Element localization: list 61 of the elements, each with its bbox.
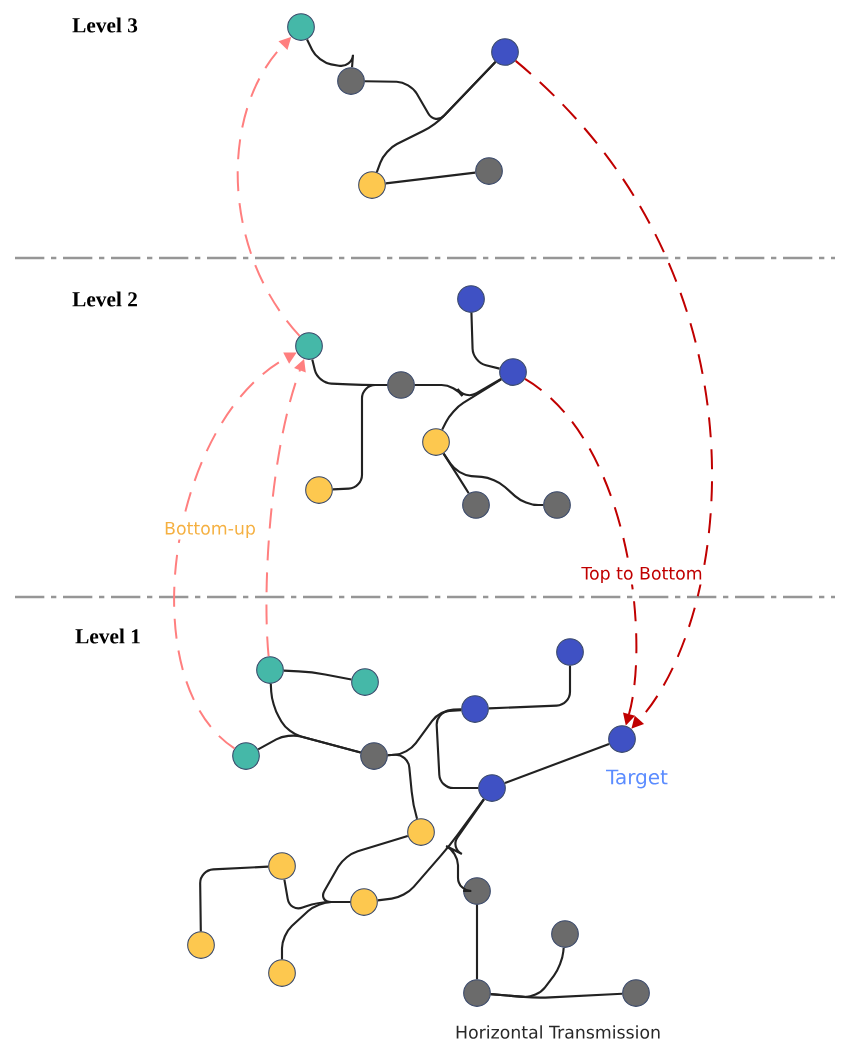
branch-line: [441, 378, 502, 431]
tree-node: [268, 959, 296, 987]
dashed-arrow: [514, 59, 713, 729]
branch-line: [377, 798, 485, 902]
node-caption: Target: [606, 769, 668, 789]
tree-node: [360, 742, 388, 770]
branch-line: [445, 798, 485, 893]
tree-node: [256, 656, 284, 684]
level-label: Level 1: [75, 628, 140, 644]
branch-line: [280, 900, 351, 960]
level-label: Level 2: [72, 291, 137, 307]
branch-line: [387, 753, 419, 819]
tree-node: [463, 979, 491, 1007]
branch-line: [257, 734, 361, 754]
branch-line: [488, 665, 572, 710]
tree-node: [461, 695, 489, 723]
tree-node: [622, 979, 650, 1007]
tree-node: [232, 742, 260, 770]
branch-line: [332, 383, 388, 491]
tree-node: [556, 638, 584, 666]
tree-node: [351, 668, 379, 696]
tree-node: [499, 358, 527, 386]
dashed-arrow: [236, 37, 301, 337]
tree-node: [478, 774, 506, 802]
tree-node: [387, 371, 415, 399]
branch-line: [490, 947, 565, 998]
tree-node: [551, 920, 579, 948]
tree-node: [463, 877, 491, 905]
edge-label: Top to Bottom: [581, 566, 702, 584]
branch-line: [375, 61, 497, 173]
branch-line: [306, 39, 355, 68]
branch-line: [283, 669, 352, 681]
tree-node: [475, 157, 503, 185]
branch-line: [385, 171, 476, 185]
caption-label: Horizontal Transmission: [456, 1025, 660, 1039]
tree-node: [268, 852, 296, 880]
tree-node: [305, 476, 333, 504]
tree-node: [608, 725, 636, 753]
tree-node: [350, 888, 378, 916]
tree-node: [358, 171, 386, 199]
branch-line: [414, 378, 502, 398]
direction-label: Bottom-up: [165, 521, 255, 539]
tree-node: [337, 67, 365, 95]
branch-line: [442, 453, 470, 494]
branch-line: [504, 742, 610, 785]
branch-line: [442, 452, 544, 507]
branch-line: [475, 904, 479, 980]
branch-line: [322, 835, 409, 904]
tree-node: [422, 428, 450, 456]
tree-node: [462, 491, 490, 519]
branch-line: [470, 312, 500, 370]
tree-node: [457, 285, 485, 313]
tree-node: [287, 13, 315, 41]
branch-line: [435, 709, 479, 790]
level-label: Level 3: [72, 17, 138, 33]
tree-node: [407, 818, 435, 846]
tree-node: [187, 931, 215, 959]
tree-node: [295, 332, 323, 360]
branch-line: [199, 865, 269, 932]
tree-node: [491, 38, 519, 66]
tree-node: [543, 491, 571, 519]
